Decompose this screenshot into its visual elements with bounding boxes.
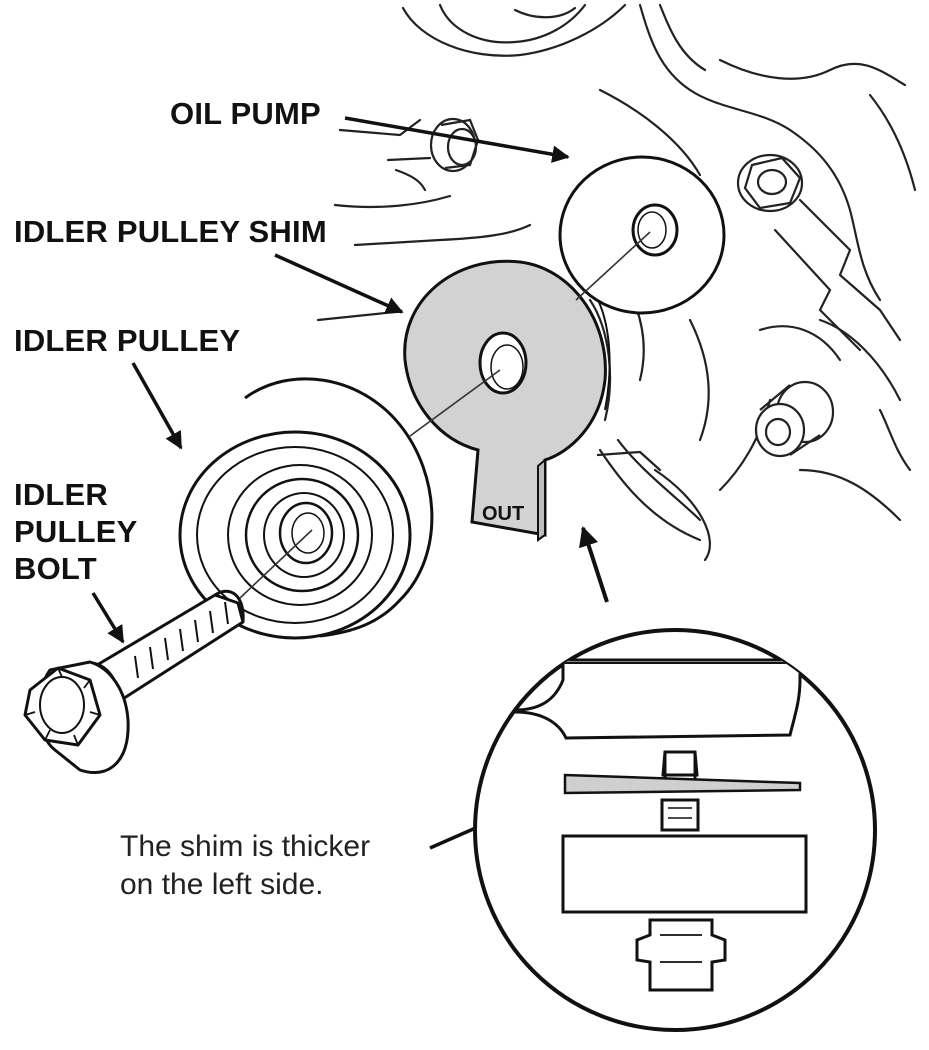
oil-pump-washer — [558, 155, 726, 315]
idler-pulley-bolt-label-line2: PULLEY — [14, 514, 138, 549]
bolt-leader-arrow — [91, 592, 125, 644]
detail-view-arrow — [579, 526, 609, 603]
engine-bolt-upper-right — [736, 153, 804, 213]
engine-bolt-upper-left — [429, 117, 480, 173]
detail-pump-body — [514, 658, 802, 740]
engine-block-outline — [316, 3, 917, 562]
shim-leader-arrow — [274, 253, 404, 314]
cross-section-detail — [473, 628, 877, 1032]
detail-pulley-block — [561, 834, 808, 914]
idler-pulley — [178, 377, 434, 640]
idler-pulley-bolt-label-line1: IDLER — [14, 477, 108, 512]
shim-note-line1: The shim is thicker — [120, 830, 371, 863]
idler-pulley-shim-label: IDLER PULLEY SHIM — [14, 214, 327, 249]
detail-stud — [661, 750, 699, 777]
shim-note-line2: on the left side. — [120, 868, 324, 901]
idler-pulley-label: IDLER PULLEY — [14, 323, 241, 358]
detail-bolt-head — [635, 918, 727, 992]
engine-bushing-right — [754, 380, 835, 458]
idler-pulley-bolt-label-line3: BOLT — [14, 551, 97, 586]
oil-pump-label: OIL PUMP — [170, 96, 321, 131]
detail-tapered-shim — [563, 773, 802, 795]
idler-pulley-leader-arrow — [131, 362, 183, 450]
shim-out-stamp: OUT — [482, 503, 524, 525]
idler-pulley-shim — [403, 259, 611, 542]
idler-pulley-bolt — [23, 589, 245, 774]
alignment-lines — [239, 231, 651, 599]
oil-pump-leader-arrow — [344, 116, 570, 163]
